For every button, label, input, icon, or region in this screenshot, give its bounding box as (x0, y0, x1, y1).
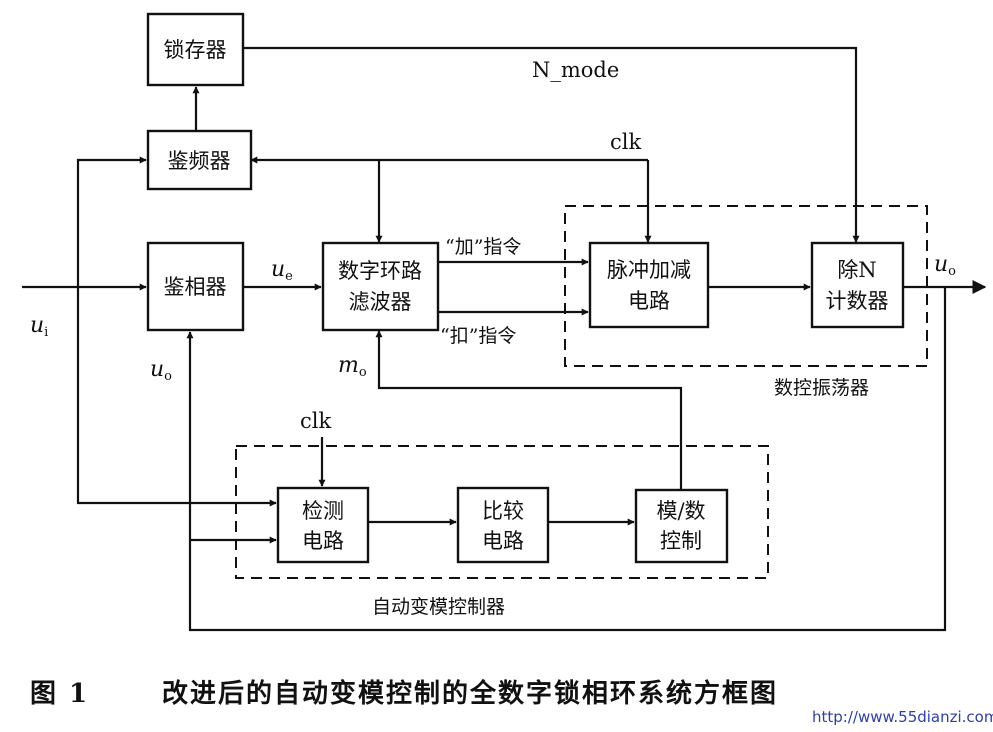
loop-filter-label-line2: 滤波器 (349, 290, 412, 314)
phase-detector-block: 鉴相器 (146, 241, 245, 332)
mode-control-block: 模/数 控制 (634, 488, 729, 564)
detect-label-line1: 检测 (302, 499, 344, 523)
compare-label-line1: 比较 (482, 499, 524, 523)
add-command-label: “加”指令 (445, 236, 521, 258)
sub-command-label: “扣”指令 (440, 325, 516, 347)
compare-label-line2: 电路 (482, 529, 524, 553)
divide-n-block: 除N 计数器 (810, 241, 905, 329)
latch-label: 锁存器 (164, 38, 227, 62)
ui-to-detect-wire (76, 287, 277, 507)
auto-mode-group-boundary (235, 445, 769, 579)
mo-wire (375, 330, 683, 489)
detect-label-line2: 电路 (302, 529, 344, 553)
signal-clk-bottom-label: clk (300, 409, 331, 433)
signal-mo-label: mo (338, 353, 367, 380)
loop-filter-label-line1: 数字环路 (338, 259, 422, 283)
freq-detector-block: 鉴频器 (146, 129, 253, 191)
mode-control-label-line1: 模/数 (656, 499, 705, 523)
mode-control-label-line2: 控制 (660, 529, 702, 553)
freq-detector-label: 鉴频器 (168, 149, 231, 173)
caption-figure-number: 图 1 (30, 679, 89, 709)
feedback-uo-wire (186, 287, 947, 632)
signal-clk-top-label: clk (610, 130, 641, 154)
phase-detector-label: 鉴相器 (164, 275, 227, 299)
loop-filter-block: 数字环路 滤波器 (321, 241, 440, 332)
signal-n-mode-label: N_mode (532, 58, 619, 82)
compare-block: 比较 电路 (456, 486, 550, 564)
divide-n-label-line1: 除N (837, 258, 876, 282)
auto-mode-group-label: 自动变模控制器 (372, 596, 505, 618)
n-mode-wire (243, 46, 860, 243)
pulse-addsub-label-line1: 脉冲加减 (607, 258, 691, 282)
watermark-url: http://www.55dianzi.com (812, 708, 993, 726)
signal-uo-feedback-label: uo (150, 357, 172, 384)
pulse-addsub-block: 脉冲加减 电路 (588, 241, 710, 329)
signal-uo-output-label: uo (934, 252, 956, 279)
dco-group-label: 数控振荡器 (774, 377, 869, 399)
divide-n-label-line2: 计数器 (826, 289, 889, 313)
latch-block: 锁存器 (146, 12, 245, 87)
detect-block: 检测 电路 (276, 486, 370, 564)
signal-ui-label: ui (30, 313, 48, 340)
pulse-addsub-label-line2: 电路 (628, 289, 670, 313)
ui-to-freq-detector-wire (76, 156, 147, 287)
caption-text: 改进后的自动变模控制的全数字锁相环系统方框图 (162, 678, 778, 709)
signal-ue-label: ue (271, 257, 293, 284)
